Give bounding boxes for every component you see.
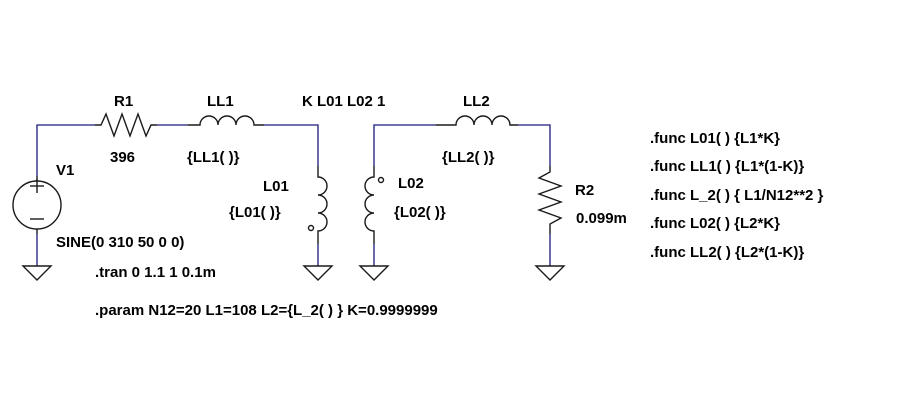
ll1-value-label: {LL1( )} bbox=[187, 149, 240, 166]
ll1-name-label: LL1 bbox=[207, 93, 234, 110]
l01-value-label: {L01( )} bbox=[229, 204, 281, 221]
l01-name-label: L01 bbox=[263, 178, 289, 195]
voltage-source-v1[interactable] bbox=[12, 176, 62, 234]
wire-ll2-to-r2 bbox=[518, 124, 551, 166]
r1-value-label: 396 bbox=[110, 149, 135, 166]
r2-value-label: 0.099m bbox=[576, 210, 627, 227]
wires bbox=[36, 124, 551, 266]
wire-v1-top-to-r1 bbox=[36, 124, 95, 176]
coupling-directive[interactable]: K L01 L02 1 bbox=[302, 93, 385, 110]
r2-name-label: R2 bbox=[575, 182, 594, 199]
wire-l02-to-ll2 bbox=[373, 124, 436, 166]
ground-symbol-v1 bbox=[21, 265, 53, 281]
inductor-ll1[interactable] bbox=[188, 115, 264, 126]
resistor-r1[interactable] bbox=[95, 111, 157, 139]
func-directive-ll2[interactable]: .func LL2( ) {L2*(1-K)} bbox=[650, 244, 804, 261]
ground-symbol-r2 bbox=[534, 265, 566, 281]
tran-directive[interactable]: .tran 0 1.1 1 0.1m bbox=[95, 264, 216, 281]
func-directive-l2[interactable]: .func L_2( ) { L1/N12**2 } bbox=[650, 187, 824, 204]
v1-name-label: V1 bbox=[56, 162, 74, 179]
ground-symbol-l02 bbox=[358, 265, 390, 281]
v1-value-label: SINE(0 310 50 0 0) bbox=[56, 234, 184, 251]
r1-name-label: R1 bbox=[114, 93, 133, 110]
inductor-l02[interactable] bbox=[364, 166, 385, 244]
resistor-r2[interactable] bbox=[536, 166, 564, 234]
ll2-value-label: {LL2( )} bbox=[442, 149, 495, 166]
inductor-ll2[interactable] bbox=[436, 115, 518, 126]
l02-value-label: {L02( )} bbox=[394, 204, 446, 221]
func-directive-l01[interactable]: .func L01( ) {L1*K} bbox=[650, 130, 780, 147]
ll2-name-label: LL2 bbox=[463, 93, 490, 110]
inductor-l01[interactable] bbox=[307, 166, 328, 244]
wire-ll1-to-l01 bbox=[264, 124, 319, 166]
ground-symbol-l01 bbox=[302, 265, 334, 281]
func-directive-l02[interactable]: .func L02( ) {L2*K} bbox=[650, 215, 780, 232]
l02-name-label: L02 bbox=[398, 175, 424, 192]
func-directive-ll1[interactable]: .func LL1( ) {L1*(1-K)} bbox=[650, 158, 804, 175]
param-directive[interactable]: .param N12=20 L1=108 L2={L_2( ) } K=0.99… bbox=[95, 302, 438, 319]
